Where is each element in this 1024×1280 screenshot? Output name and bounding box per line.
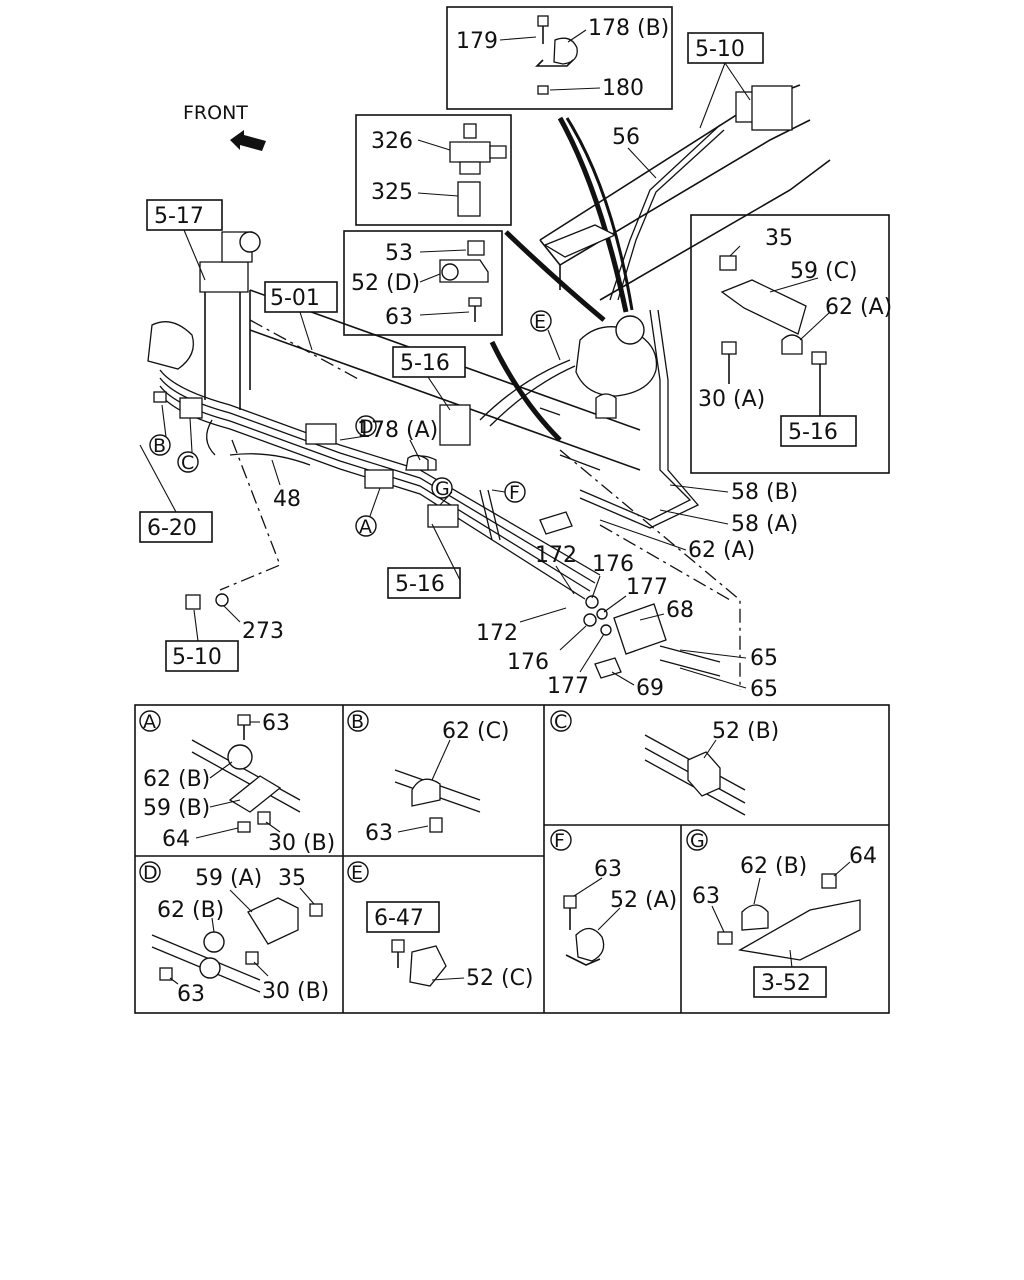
callout-52d: 52 (D) <box>351 271 420 296</box>
detail-a-label-62b: 62 (B) <box>143 767 210 792</box>
ref-box-3-52 <box>753 966 827 998</box>
detail-b: B 62 (C) 63 <box>347 710 510 846</box>
detail-g-label-62b: 62 (B) <box>740 854 807 879</box>
detail-b-label-62c: 62 (C) <box>442 719 510 744</box>
detail-a-label-59b: 59 (B) <box>143 796 210 821</box>
callout-48: 48 <box>273 487 301 512</box>
detail-grid <box>134 704 890 1014</box>
callout-53: 53 <box>385 241 413 266</box>
callout-59c: 59 (C) <box>790 259 858 284</box>
detail-a-label-63: 63 <box>262 711 290 736</box>
ref-label-5-16-right: 5-16 <box>788 420 838 445</box>
ref-label-5-10-top: 5-10 <box>695 37 745 62</box>
ref-label-5-16-low: 5-16 <box>395 572 445 597</box>
detail-d-letter: D <box>143 862 158 884</box>
marker-d: D <box>359 416 374 438</box>
detail-b-label-63: 63 <box>365 821 393 846</box>
main-assembly <box>147 84 831 690</box>
detail-e-letter: E <box>351 862 363 884</box>
detail-g: G 62 (B) 64 63 3-52 <box>686 829 877 998</box>
ref-box-6-47 <box>366 901 440 933</box>
front-label: FRONT <box>183 102 248 124</box>
callout-30a: 30 (A) <box>698 387 765 412</box>
callout-58a: 58 (A) <box>731 512 798 537</box>
main-ref-boxes: 5-10 5-17 5-01 5-16 5-16 6-20 5-10 <box>139 32 764 672</box>
callout-326: 326 <box>371 129 413 154</box>
marker-c: C <box>181 452 194 474</box>
detail-f-letter: F <box>554 830 565 852</box>
detail-a-letter: A <box>143 711 156 733</box>
marker-e: E <box>534 311 546 333</box>
callout-68: 68 <box>666 598 694 623</box>
callout-180: 180 <box>602 76 644 101</box>
callout-178a: 178 (A) <box>357 418 438 443</box>
detail-d-label-62b: 62 (B) <box>157 898 224 923</box>
callout-35: 35 <box>765 226 793 251</box>
inset-bracket-59c: 35 59 (C) 62 (A) 30 (A) 5-16 <box>690 214 892 474</box>
detail-d-label-30b: 30 (B) <box>262 979 329 1004</box>
detail-a-label-64: 64 <box>162 827 190 852</box>
callout-58b: 58 (B) <box>731 480 798 505</box>
callout-62a-mid: 62 (A) <box>688 538 755 563</box>
callout-172b: 172 <box>476 621 518 646</box>
callout-179: 179 <box>456 29 498 54</box>
ref-label-6-47: 6-47 <box>374 906 424 931</box>
ref-label-5-10-bot: 5-10 <box>172 645 222 670</box>
detail-b-letter: B <box>351 711 364 733</box>
detail-c: C 52 (B) <box>550 710 779 816</box>
view-markers: D E B C A G F <box>149 310 561 538</box>
callout-63: 63 <box>385 305 413 330</box>
marker-a: A <box>359 516 372 538</box>
detail-c-label-52b: 52 (B) <box>712 719 779 744</box>
ref-box-5-16-right <box>780 415 857 447</box>
ref-label-5-17: 5-17 <box>154 204 204 229</box>
marker-b: B <box>153 435 166 457</box>
detail-a-label-30b: 30 (B) <box>268 831 335 856</box>
detail-e-label-52c: 52 (C) <box>466 966 534 991</box>
front-arrow-icon <box>230 130 266 151</box>
ref-label-5-16-mid: 5-16 <box>400 351 450 376</box>
inset-clip-53-52d-63: 53 52 (D) 63 <box>343 230 503 336</box>
detail-d-label-59a: 59 (A) <box>195 866 262 891</box>
marker-f: F <box>509 482 520 504</box>
inset-clip-179-180: 179 178 (B) 180 <box>446 6 673 110</box>
callout-273: 273 <box>242 619 284 644</box>
detail-g-letter: G <box>690 830 705 852</box>
marker-g: G <box>435 478 450 500</box>
callout-177a: 177 <box>626 575 668 600</box>
detail-f-label-52a: 52 (A) <box>610 888 677 913</box>
callout-65a: 65 <box>750 646 778 671</box>
detail-f-label-63: 63 <box>594 857 622 882</box>
detail-g-label-64: 64 <box>849 844 877 869</box>
callout-176a: 176 <box>592 552 634 577</box>
detail-a: A 63 62 (B) 59 (B) 64 30 (B) <box>139 710 335 856</box>
callout-62a-right: 62 (A) <box>825 295 892 320</box>
ref-label-5-01: 5-01 <box>270 286 320 311</box>
detail-d-label-63: 63 <box>177 982 205 1007</box>
callout-325: 325 <box>371 180 413 205</box>
detail-c-letter: C <box>554 711 567 733</box>
main-callouts: 56 178 (A) 48 58 (B) 58 (A) 62 (A) 172 1… <box>223 125 798 702</box>
detail-g-label-63: 63 <box>692 884 720 909</box>
callout-178b: 178 (B) <box>588 16 669 41</box>
ref-label-6-20: 6-20 <box>147 516 197 541</box>
detail-d-label-35: 35 <box>278 866 306 891</box>
detail-f: F 63 52 (A) <box>550 829 677 966</box>
detail-d: D 59 (A) 35 62 (B) 63 30 (B) <box>139 861 329 1007</box>
callout-69: 69 <box>636 676 664 701</box>
callout-65b: 65 <box>750 677 778 702</box>
detail-e: E 6-47 52 (C) <box>347 861 534 991</box>
callout-177b: 177 <box>547 674 589 699</box>
front-indicator: FRONT <box>183 102 266 151</box>
callout-176b: 176 <box>507 650 549 675</box>
ref-label-3-52: 3-52 <box>761 971 811 996</box>
callout-172a: 172 <box>535 543 577 568</box>
callout-56: 56 <box>612 125 640 150</box>
inset-tee-326-325: 326 325 <box>355 114 512 226</box>
